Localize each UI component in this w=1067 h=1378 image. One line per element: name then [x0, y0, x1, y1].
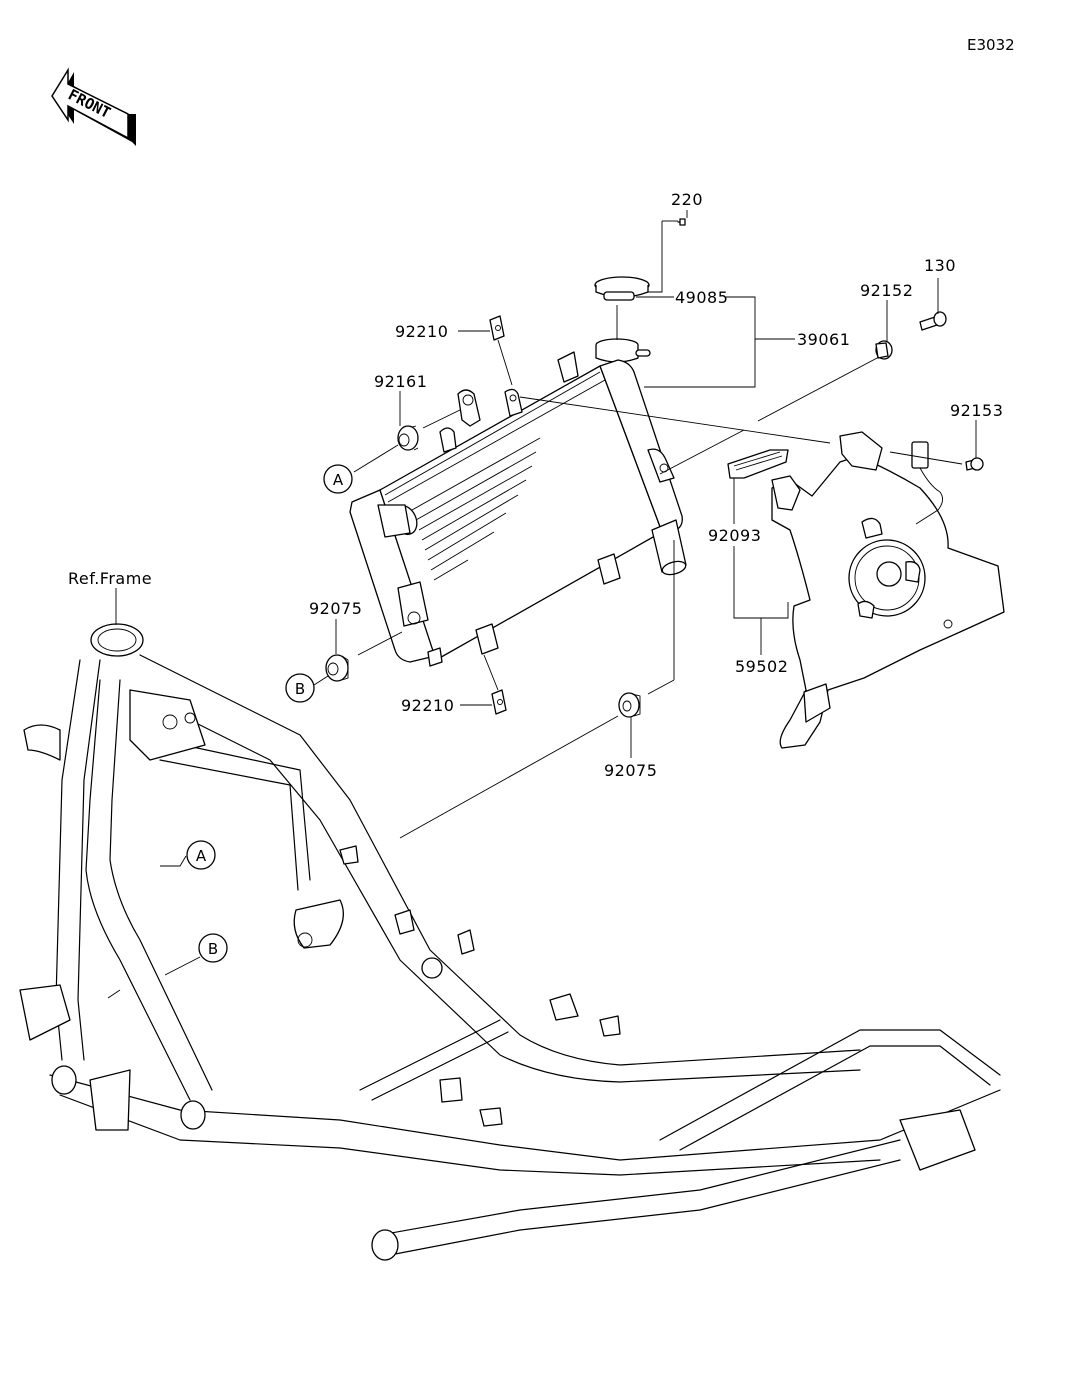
screw-220-part[interactable] [677, 218, 686, 226]
filler-neck-part [595, 338, 651, 363]
callout-a-frame: A [186, 840, 216, 870]
part-label-49085: 49085 [675, 288, 728, 307]
part-label-92152: 92152 [860, 281, 913, 300]
leader-lines [107, 210, 977, 999]
radiator-part[interactable] [349, 351, 687, 667]
radiator-cap-part[interactable] [594, 276, 650, 301]
frame-part[interactable] [19, 623, 1001, 1261]
damper-92161-part[interactable] [397, 425, 419, 451]
nut-92210-upper-part[interactable] [489, 315, 505, 341]
svg-text:A: A [196, 847, 207, 865]
part-label-59502: 59502 [735, 657, 788, 676]
part-label-39061: 39061 [797, 330, 850, 349]
callout-a-radiator: A [323, 464, 353, 494]
collar-92152-part[interactable] [875, 340, 893, 360]
part-label-130: 130 [924, 256, 956, 275]
callout-b-radiator: B [285, 673, 315, 703]
part-label-92075-right: 92075 [604, 761, 657, 780]
damper-92075-right-part[interactable] [618, 692, 641, 718]
seal-92093-part[interactable] [727, 449, 789, 479]
damper-92075-left-part[interactable] [325, 654, 349, 682]
part-label-92093: 92093 [708, 526, 761, 545]
diagram-code: E3032 [967, 36, 1015, 54]
ref-frame-label: Ref.Frame [68, 569, 152, 588]
part-label-92161: 92161 [374, 372, 427, 391]
fan-assembly-part[interactable] [771, 431, 1005, 749]
part-label-220: 220 [671, 190, 703, 209]
part-label-92153: 92153 [950, 401, 1003, 420]
part-label-92210-upper: 92210 [395, 322, 448, 341]
part-label-92210-lower: 92210 [401, 696, 454, 715]
bolt-92153-part[interactable] [965, 457, 984, 471]
part-label-92075-left: 92075 [309, 599, 362, 618]
svg-text:B: B [295, 680, 305, 698]
svg-text:B: B [208, 940, 218, 958]
svg-text:A: A [333, 471, 344, 489]
nut-92210-lower-part[interactable] [491, 689, 507, 715]
front-arrow-icon: FRONT [51, 67, 136, 146]
callout-b-frame: B [198, 933, 228, 963]
bolt-130-part[interactable] [919, 311, 947, 331]
